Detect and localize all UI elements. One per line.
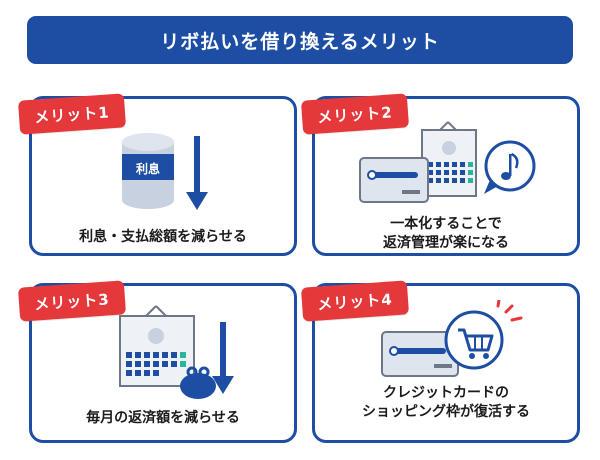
title-banner: リボ払いを借り換えるメリット [27,16,573,64]
down-arrow-icon [186,136,208,210]
merit-caption-1: 利息・支払総額を減らせる [79,229,247,245]
interest-cylinder-icon: 利息 [122,133,208,210]
interest-label: 利息 [136,161,160,176]
calendar-purse-illustration [119,305,234,399]
shopping-cart-bubble-icon [444,310,504,370]
calendar-icon [421,121,477,197]
merit-caption-3: 毎月の返済額を減らせる [86,410,240,426]
calendar-icon [119,305,195,387]
cards-calendar-illustration [359,121,536,203]
coin-purse-icon [180,366,216,399]
page-title: リボ払いを借り換えるメリット [160,30,440,53]
down-arrow-icon [212,322,234,394]
credit-card-icon [381,331,459,377]
sparkle-icon [496,300,523,322]
music-note-bubble-icon [484,140,536,194]
merit-caption-4: クレジットカードの ショッピング枠が復活する [362,385,530,420]
merit-caption-2: 一本化することで 返済管理が楽になる [383,216,509,251]
credit-card-icon [359,157,429,203]
card-cart-illustration [381,300,523,377]
